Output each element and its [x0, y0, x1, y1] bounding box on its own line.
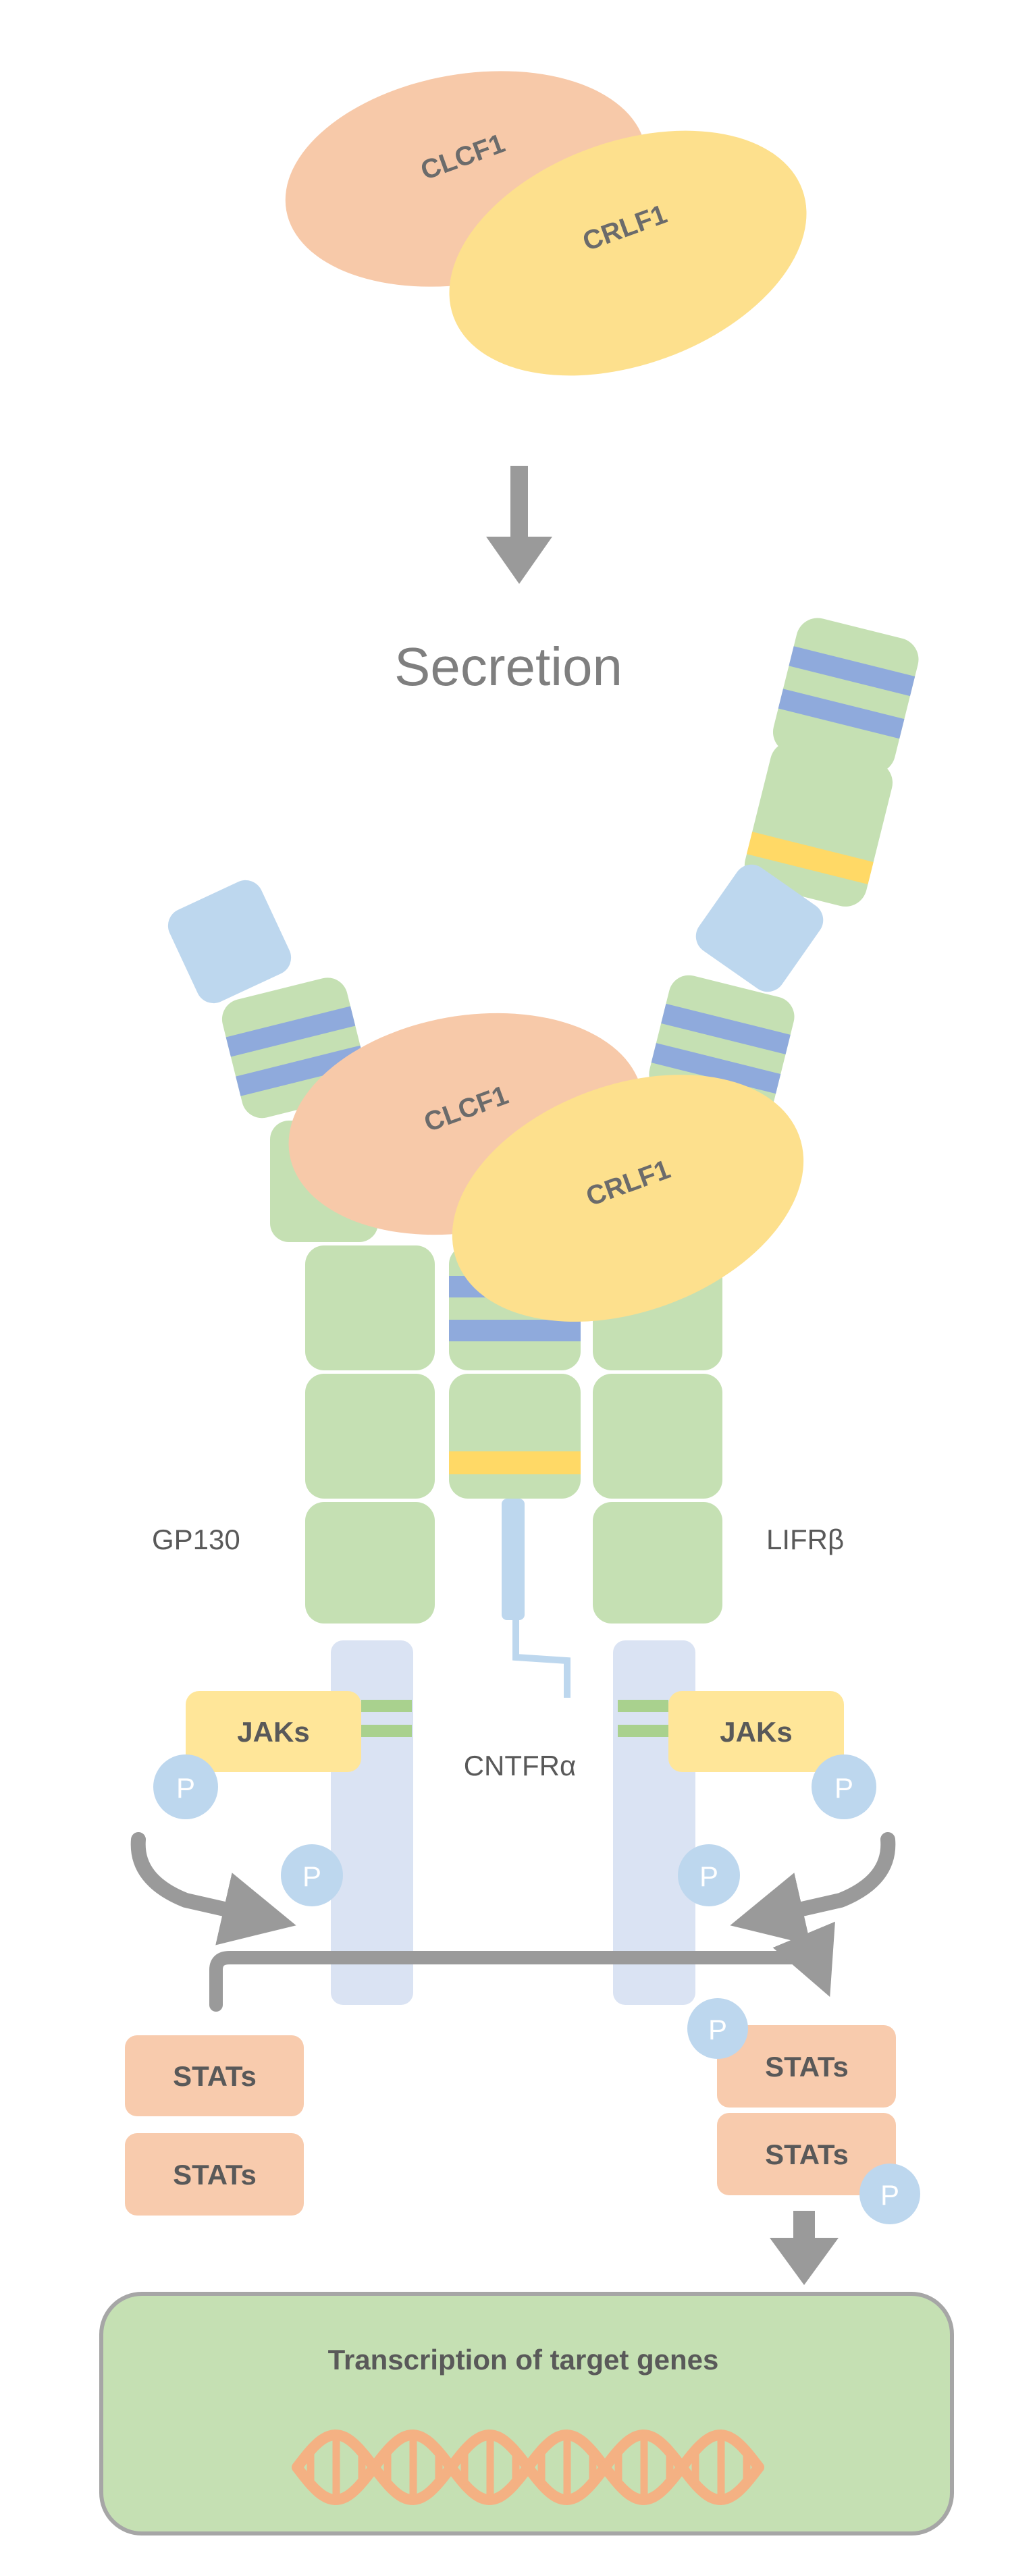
- phosphate-icon: [812, 1754, 876, 1819]
- arrow-icon: [209, 1921, 835, 2012]
- lifr-label: LIFRβ: [766, 1524, 844, 1555]
- phosphate-icon: [687, 1998, 748, 2059]
- secretion-label: Secretion: [394, 637, 622, 697]
- ligand-complex-top: CLCF1 CRLF1: [285, 71, 807, 376]
- svg-text:STATs: STATs: [765, 2139, 849, 2170]
- arrow-icon: [130, 1832, 296, 1946]
- svg-text:STATs: STATs: [173, 2060, 257, 2092]
- phosphate-receptor-right: P: [678, 1844, 740, 1906]
- cntfr-label: CNTFRα: [464, 1750, 577, 1781]
- phosphate-receptor-left: P: [281, 1844, 343, 1906]
- phosphate-icon: [281, 1844, 343, 1906]
- svg-text:P: P: [302, 1860, 321, 1892]
- jak-left-label: JAKs: [237, 1716, 309, 1748]
- cntfr-anchor: [512, 1617, 570, 1698]
- svg-text:STATs: STATs: [765, 2051, 849, 2083]
- svg-text:P: P: [834, 1772, 853, 1804]
- gp130-blue-domain: [167, 880, 292, 1004]
- phosphate-icon: [153, 1754, 218, 1819]
- svg-text:P: P: [708, 2014, 727, 2045]
- jak-right: JAKs: [618, 1691, 844, 1772]
- stats-right-top: STATs: [717, 2025, 896, 2108]
- phosphate-jak-left: P: [153, 1754, 218, 1819]
- phosphate-stat-top: P: [687, 1998, 748, 2059]
- arrow-icon: [730, 1832, 896, 1946]
- gp130-extracellular: [167, 880, 435, 1624]
- phosphate-jak-right: P: [812, 1754, 876, 1819]
- ligand-complex-bound: CLCF1 CRLF1: [288, 1013, 804, 1322]
- crlf1-bound: [452, 1075, 804, 1322]
- stats-left-top: STATs: [125, 2035, 304, 2116]
- lifr-extracellular: [593, 975, 795, 1624]
- lifr-upper-domains: [695, 618, 919, 992]
- crlf1-top: [449, 130, 807, 376]
- svg-text:P: P: [880, 2179, 899, 2211]
- jak-right-label: JAKs: [720, 1716, 792, 1748]
- gp130-label: GP130: [152, 1524, 240, 1555]
- secretion-arrow: [486, 466, 552, 584]
- phosphate-stat-bottom: P: [859, 2164, 920, 2224]
- stats-right-bottom: STATs: [717, 2113, 896, 2195]
- nucleus-entry-arrow: [770, 2211, 839, 2285]
- stats-left-bottom: STATs: [125, 2133, 304, 2216]
- lifr-blue-domain: [695, 864, 824, 992]
- nucleus-label: Transcription of target genes: [328, 2344, 719, 2376]
- phosphate-icon: [678, 1844, 740, 1906]
- dna-helix-icon: [292, 2429, 764, 2506]
- svg-text:P: P: [699, 1860, 718, 1892]
- jak-left: JAKs: [186, 1691, 412, 1772]
- svg-text:STATs: STATs: [173, 2159, 257, 2191]
- nucleus: Transcription of target genes: [99, 2292, 954, 2535]
- svg-text:P: P: [176, 1772, 195, 1804]
- phosphate-icon: [859, 2164, 920, 2224]
